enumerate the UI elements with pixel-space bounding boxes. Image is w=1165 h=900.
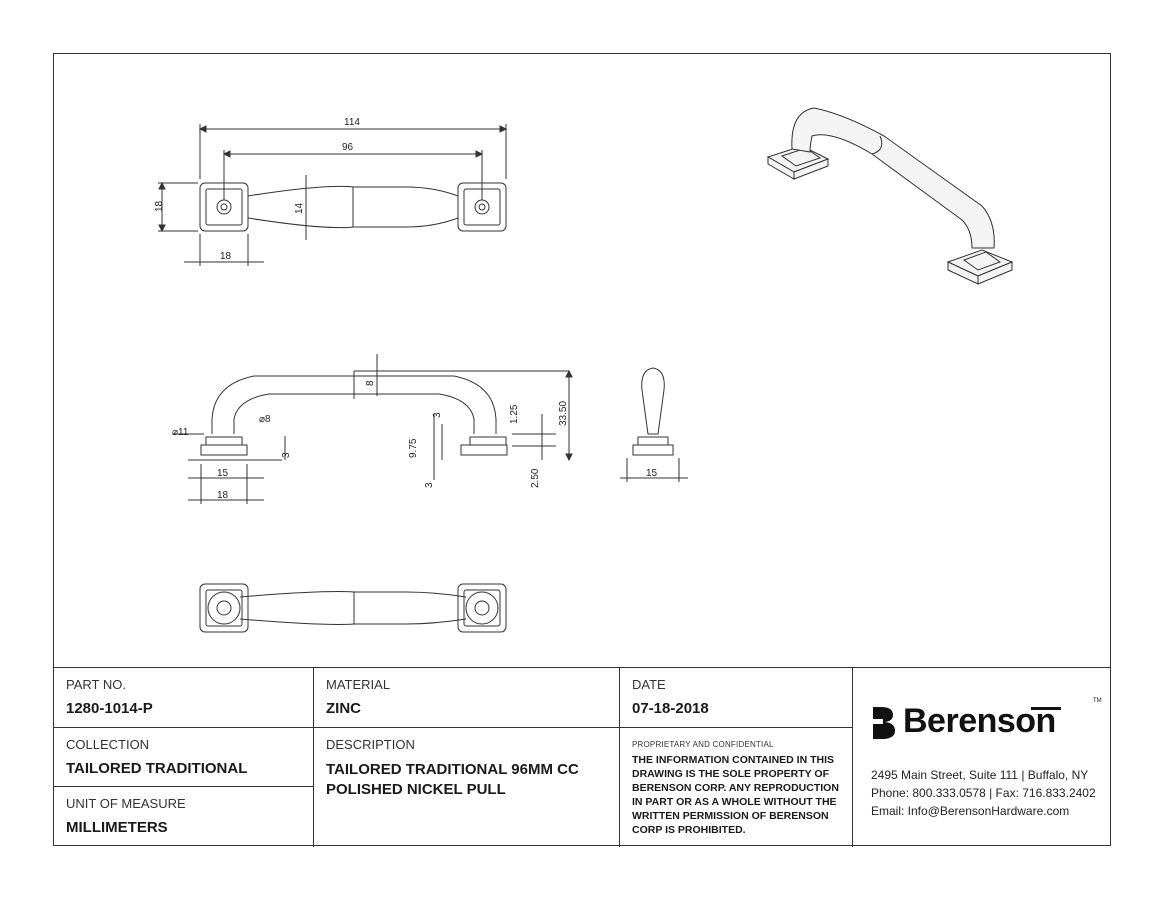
collection-value: TAILORED TRADITIONAL <box>66 760 248 777</box>
dim-1-25: 1.25 <box>509 404 520 424</box>
drawing-sheet: 114 96 18 18 14 8 ⌀11 ⌀8 3 15 18 3 9.75 … <box>53 53 1112 847</box>
dim-3-b: 3 <box>424 482 435 488</box>
material-label: MATERIAL <box>326 677 391 692</box>
dim-2-50: 2.50 <box>530 468 541 488</box>
date-cell: DATE 07-18-2018 <box>620 668 853 728</box>
material-value: ZINC <box>326 700 361 717</box>
part-no-label: PART NO. <box>66 677 126 692</box>
unit-value: MILLIMETERS <box>66 819 168 836</box>
dim-base-height: 18 <box>154 200 165 212</box>
dim-3-a: 3 <box>432 412 443 418</box>
dim-33-50: 33.50 <box>558 401 569 426</box>
date-label: DATE <box>632 677 666 692</box>
description-cell: DESCRIPTION TAILORED TRADITIONAL 96MM CC… <box>314 728 620 847</box>
isometric-view <box>766 107 1014 285</box>
dim-base-width: 18 <box>220 251 232 262</box>
drawing-svg <box>158 107 1014 633</box>
dim-base-step: 3 <box>281 452 292 458</box>
dim-side-base-outer: 18 <box>217 490 229 501</box>
dim-grip-width: 14 <box>294 202 305 214</box>
dim-side-base-inner: 15 <box>217 468 229 479</box>
company-name: Berenson <box>903 702 1056 740</box>
date-value: 07-18-2018 <box>632 700 709 717</box>
part-no-cell: PART NO. 1280-1014-P <box>54 668 314 728</box>
proprietary-cell: PROPRIETARY AND CONFIDENTIAL THE INFORMA… <box>620 728 853 847</box>
collection-cell: COLLECTION TAILORED TRADITIONAL <box>54 728 314 787</box>
dim-post-dia-inner: ⌀8 <box>259 414 271 425</box>
top-view <box>158 124 507 266</box>
dim-overall-length: 114 <box>344 117 360 128</box>
company-logo: Berenson <box>871 702 1056 741</box>
unit-cell: UNIT OF MEASURE MILLIMETERS <box>54 787 314 847</box>
company-email: Email: Info@BerensonHardware.com <box>871 804 1070 818</box>
trademark: TM <box>1093 698 1102 704</box>
side-view <box>174 354 570 504</box>
dimension-labels: 114 96 18 18 14 8 ⌀11 ⌀8 3 15 18 3 9.75 … <box>154 117 658 501</box>
unit-label: UNIT OF MEASURE <box>66 796 186 811</box>
berenson-b-icon <box>873 706 895 739</box>
material-cell: MATERIAL ZINC <box>314 668 620 728</box>
bottom-view <box>199 583 507 633</box>
description-label: DESCRIPTION <box>326 737 415 752</box>
end-view <box>620 367 688 482</box>
dim-end-base-width: 15 <box>646 468 658 479</box>
company-contact: 2495 Main Street, Suite 111 | Buffalo, N… <box>871 766 1096 820</box>
collection-label: COLLECTION <box>66 737 150 752</box>
dim-center-to-center: 96 <box>342 142 354 153</box>
dimension-arrows <box>158 125 573 462</box>
proprietary-title: PROPRIETARY AND CONFIDENTIAL <box>632 740 774 749</box>
proprietary-text: THE INFORMATION CONTAINED IN THIS DRAWIN… <box>632 754 839 836</box>
company-cell: Berenson TM 2495 Main Street, Suite 111 … <box>853 668 1110 847</box>
part-no-value: 1280-1014-P <box>66 700 153 717</box>
technical-drawing: 114 96 18 18 14 8 ⌀11 ⌀8 3 15 18 3 9.75 … <box>54 54 1112 668</box>
company-address: 2495 Main Street, Suite 111 | Buffalo, N… <box>871 768 1089 782</box>
description-value: TAILORED TRADITIONAL 96MM CC POLISHED NI… <box>326 761 579 798</box>
dim-post-dia-outer: ⌀11 <box>172 427 189 438</box>
company-phone: Phone: 800.333.0578 | Fax: 716.833.2402 <box>871 786 1096 800</box>
title-block: PART NO. 1280-1014-P MATERIAL ZINC DATE … <box>54 667 1110 847</box>
dim-9-75: 9.75 <box>408 438 419 458</box>
dim-grip-thickness: 8 <box>365 380 376 386</box>
logo-underline <box>1031 707 1061 710</box>
